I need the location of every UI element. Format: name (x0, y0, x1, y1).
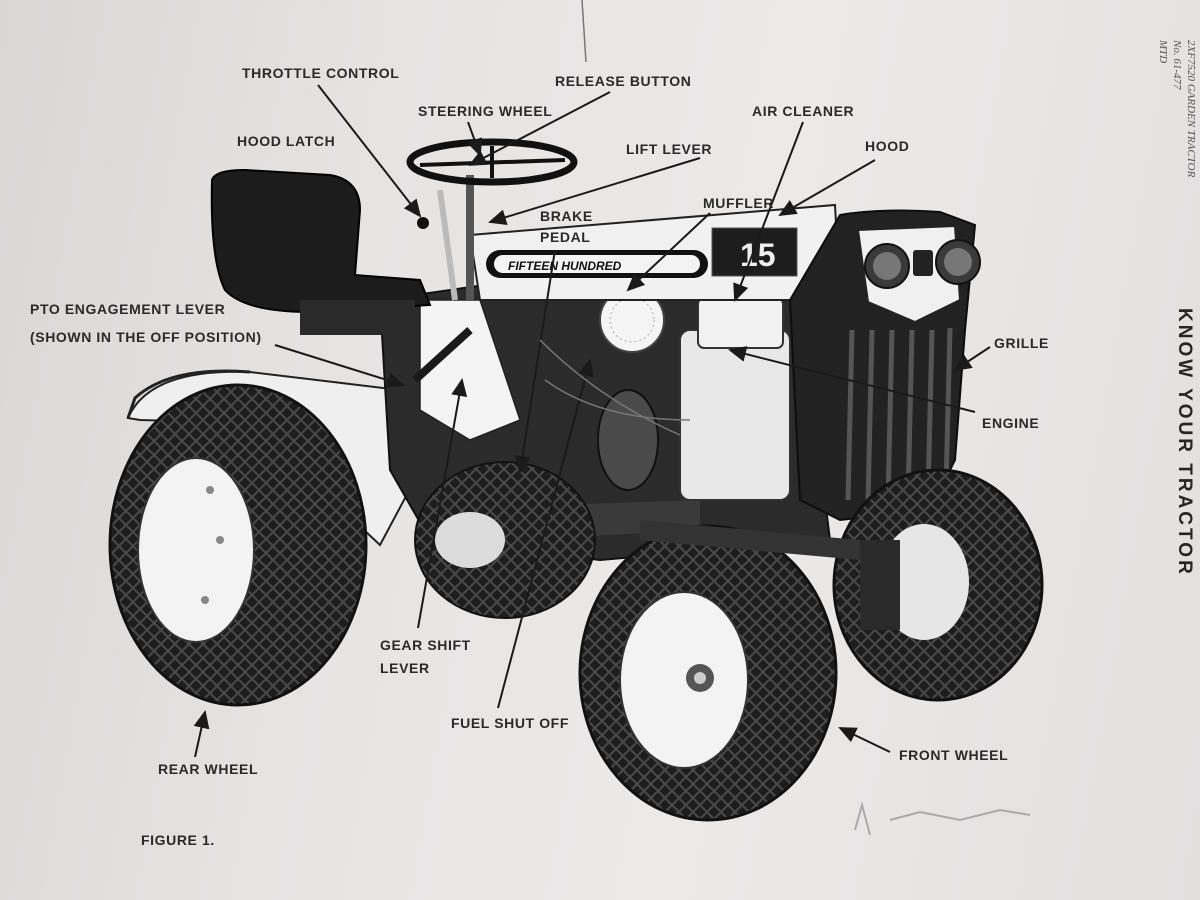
badge-name: FIFTEEN HUNDRED (508, 259, 622, 273)
label-front-wheel: FRONT WHEEL (899, 747, 1009, 763)
figure-caption: FIGURE 1. (141, 832, 215, 848)
label-engine: ENGINE (982, 415, 1040, 431)
label-brake-pedal-1: BRAKE (540, 208, 593, 224)
label-gear-shift-2: LEVER (380, 660, 430, 676)
label-pto-engagement-lever: PTO ENGAGEMENT LEVER (30, 301, 226, 317)
rear-wheel-graphic (108, 383, 368, 707)
label-brake-pedal-2: PEDAL (540, 229, 591, 245)
label-gear-shift-1: GEAR SHIFT (380, 637, 471, 653)
seat-graphic (210, 168, 432, 335)
front-wheel-graphic (578, 524, 838, 822)
label-fuel-shut-off: FUEL SHUT OFF (451, 715, 569, 731)
label-pto-position-note: (SHOWN IN THE OFF POSITION) (30, 329, 262, 345)
label-hood-latch: HOOD LATCH (237, 133, 336, 149)
label-muffler: MUFFLER (703, 195, 775, 211)
document-code: 2XF7520 GARDEN TRACTOR No. 61-477 MTD (1138, 40, 1198, 177)
label-lift-lever: LIFT LEVER (626, 141, 713, 157)
air-cleaner-graphic (697, 297, 784, 349)
label-throttle-control: THROTTLE CONTROL (242, 65, 400, 81)
doc-code-line-3: MTD (1157, 40, 1169, 64)
label-rear-wheel: REAR WHEEL (158, 761, 259, 777)
label-hood: HOOD (865, 138, 910, 154)
label-grille: GRILLE (994, 335, 1049, 351)
label-release-button: RELEASE BUTTON (555, 73, 692, 89)
doc-code-line-1: 2XF7520 GARDEN TRACTOR (1185, 40, 1197, 178)
side-title: KNOW YOUR TRACTOR (1174, 308, 1195, 577)
doc-code-line-2: No. 61-477 (1171, 40, 1183, 90)
label-steering-wheel: STEERING WHEEL (418, 103, 553, 119)
steering-wheel-graphic (406, 138, 578, 186)
label-air-cleaner: AIR CLEANER (752, 103, 855, 119)
